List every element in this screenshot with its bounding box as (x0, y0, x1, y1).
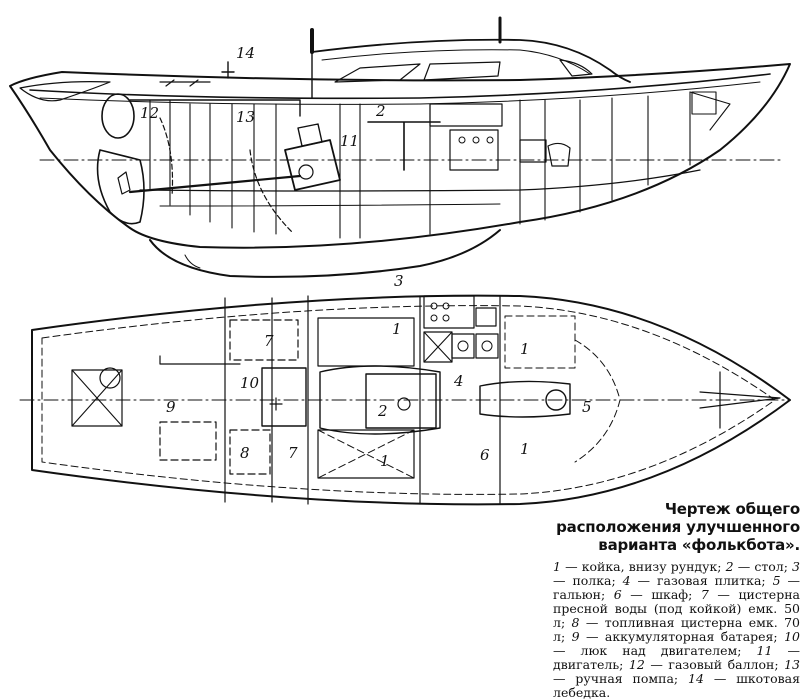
legend-item-text: — полка; (553, 573, 623, 588)
keel (149, 229, 501, 278)
legend-item-number: 4 (622, 573, 631, 588)
legend-item-number: 5 (772, 573, 781, 588)
legend-item-text: — топливная цистерна емк. 70 л; (553, 615, 800, 644)
caption-block: Чертеж общего расположения улучшенного в… (553, 500, 800, 700)
label-winch: 14 (236, 44, 255, 62)
legend-item-text: — двигатель; (553, 643, 800, 672)
legend-item-number: 6 (613, 587, 622, 602)
legend-item-number: 7 (700, 587, 709, 602)
legend-item: 1 — койка, внизу рундук; (553, 559, 726, 574)
legend-item: 8 — топливная цистерна емк. 70 л; (553, 615, 800, 644)
legend-item: 10 — люк над двигателем; (553, 629, 800, 658)
label-head: 5 (582, 398, 592, 416)
label-water-tank-top: 7 (264, 332, 274, 350)
legend-item-number: 14 (688, 671, 704, 686)
legend-item-number: 11 (756, 643, 773, 658)
engine (284, 123, 341, 191)
legend-item-text: — аккумуляторная батарея; (579, 629, 785, 644)
toilet (545, 389, 567, 411)
legend-item: 13 — ручная помпа; (553, 657, 800, 686)
table (367, 121, 441, 171)
label-berth-top-1: 1 (392, 320, 402, 338)
legend-item-text: — койка, внизу рундук; (560, 559, 726, 574)
legend-item-text: — стол; (733, 559, 793, 574)
caption-title-line: расположения улучшенного (556, 518, 800, 536)
legend-text: 1 — койка, внизу рундук; 2 — стол; 3 — п… (553, 560, 800, 700)
legend-item: 2 — стол; (726, 559, 792, 574)
label-shelf: 3 (394, 272, 404, 290)
side-view (9, 16, 791, 278)
legend-item-number: 12 (628, 657, 645, 672)
legend-item-text: — шкаф; (621, 587, 701, 602)
label-berth-bottom-2: 1 (520, 440, 530, 458)
label-table: 2 (375, 102, 386, 120)
legend-item-number: 8 (571, 615, 580, 630)
side-view-labels: 14 12 2 13 11 (140, 44, 386, 150)
legend-item-number: 1 (553, 559, 561, 574)
legend-item-text: — гальюн; (553, 573, 800, 602)
legend-item: 5 — гальюн; (553, 573, 800, 602)
label-fuel-tank: 8 (240, 444, 250, 462)
label-water-tank-bottom: 7 (288, 444, 298, 462)
plan-view (19, 294, 791, 506)
plan-view-labels: 3 7 1 1 10 9 4 2 5 8 7 1 6 1 (166, 272, 592, 470)
legend-item-number: 13 (784, 657, 800, 672)
legend-item-text: — газовый баллон; (644, 657, 785, 672)
cabin-roof (311, 38, 631, 83)
legend-item: 9 — аккумуляторная батарея; (572, 629, 785, 644)
label-battery: 9 (166, 398, 176, 416)
engine-hatch (261, 367, 307, 427)
label-pump: 13 (236, 108, 255, 126)
label-berth-top-2: 1 (520, 340, 530, 358)
legend-item-number: 10 (784, 629, 800, 644)
legend-item-text: — цистерна пресной воды (под койкой) емк… (553, 587, 800, 630)
caption-title-line: Чертеж общего (664, 500, 800, 518)
label-table-plan: 2 (377, 402, 388, 420)
label-stove: 4 (453, 372, 464, 390)
rudder (96, 149, 145, 225)
legend-item-text: — газовая плитка; (630, 573, 773, 588)
label-engine: 11 (340, 132, 359, 150)
label-gas-bottle: 12 (140, 104, 159, 122)
legend-item-number: 9 (571, 629, 580, 644)
legend-item-text: — шкотовая лебедка. (553, 671, 800, 700)
legend-item: 14 — шкотовая лебедка. (553, 671, 800, 700)
saloon-table (365, 373, 437, 429)
legend-item-text: — люк над двигателем; (553, 643, 757, 658)
caption-title: Чертеж общего расположения улучшенного в… (553, 500, 800, 554)
legend-item: 3 — полка; (553, 559, 800, 588)
label-locker: 6 (480, 446, 490, 464)
caption-title-line: варианта «фолькбота». (598, 536, 800, 554)
legend-item: 6 — шкаф; (614, 587, 701, 602)
legend-item: 12 — газовый баллон; (629, 657, 784, 672)
legend-item-number: 3 (792, 559, 800, 574)
legend-item: 4 — газовая плитка; (623, 573, 773, 588)
legend-item-number: 2 (725, 559, 734, 574)
legend-item-text: — ручная помпа; (553, 671, 689, 686)
legend-item: 11 — двигатель; (553, 643, 800, 672)
legend-item: 7 — цистерна пресной воды (под койкой) е… (553, 587, 800, 630)
gas-bottle (101, 93, 135, 139)
label-berth-bottom-1: 1 (380, 452, 390, 470)
label-hatch: 10 (240, 374, 260, 392)
hull-profile (9, 63, 791, 249)
